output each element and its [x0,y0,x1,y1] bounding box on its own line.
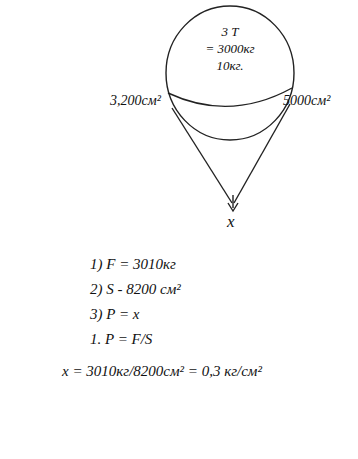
arrow-head [228,203,238,211]
balloon-circle: 3 Т= 3000кг10кг. [165,5,295,141]
formula-line: 3) P = х [90,305,139,323]
formula-line: х = 3010кг/8200см² = 0,3 кг/см² [62,362,262,380]
basket-arc [168,88,292,106]
rope-line [234,104,290,203]
formula-line: 2) S - 8200 см² [90,280,181,298]
force-arrow [232,195,233,208]
area-label: 3,200см² [110,92,161,110]
weight-note: = 3000кг [165,40,295,57]
formula-line: 1) F = 3010кг [90,255,176,273]
weight-note: 10кг. [165,57,295,74]
weight-note: 3 Т [165,23,295,40]
formula-line: 1. P = F/S [90,330,152,348]
area-label: 5000см² [283,92,330,110]
rope-line [172,108,232,203]
unknown-label: х [227,213,235,231]
